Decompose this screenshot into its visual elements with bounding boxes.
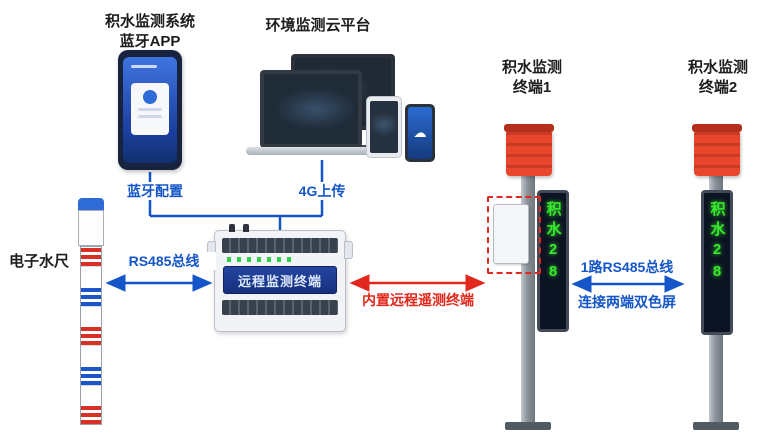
terminal2-base: [693, 422, 739, 430]
laptop-base: [246, 147, 376, 155]
ruler-scale-segment: [81, 384, 101, 405]
status-led-row: [227, 257, 297, 262]
terminal-block-row-top: [222, 238, 338, 253]
builtin-telemetry-label: 内置远程遥测终端: [362, 292, 474, 308]
telemetry-highlight-box: [487, 196, 541, 274]
terminal2-led-display: 积水28: [701, 190, 733, 335]
ruler-scale-segment: [81, 325, 101, 346]
terminal1-beacon-light: [504, 124, 554, 176]
dual-screen-label-line1: 1路RS485总线: [580, 259, 674, 275]
ruler-scale-segment: [81, 286, 101, 306]
mobile-phone: ☁: [405, 104, 435, 162]
antenna-connector: [243, 224, 249, 232]
laptop: [260, 70, 362, 148]
ruler-scale-segment: [81, 266, 101, 287]
ruler-scale-segment: [81, 365, 101, 385]
terminal1-title-line1: 积水监测: [501, 59, 562, 76]
cloud-platform-title: 环境监测云平台: [265, 17, 371, 34]
terminal1-control-box: [493, 204, 529, 264]
ruler-scale-segment: [81, 404, 101, 424]
4g-upload-label: 4G上传: [278, 182, 366, 201]
terminal2-title-line1: 积水监测: [687, 59, 748, 76]
app-card: [131, 83, 169, 135]
rtu-device: 远程监测终端: [207, 224, 353, 332]
terminal2-led-text: 积水28: [708, 201, 726, 285]
bluetooth-app-phone: [118, 50, 182, 170]
terminal2-beacon-light: [692, 124, 742, 176]
water-ruler: [80, 246, 102, 425]
ruler-head-unit: [78, 210, 104, 246]
cloud-icon: ☁: [408, 107, 432, 159]
terminal1-led-text: 积水28: [544, 201, 562, 285]
app-screen: [123, 57, 177, 163]
ruler-scale-segment: [81, 305, 101, 326]
water-ruler-label: 电子水尺: [6, 252, 72, 272]
app-text-bar: [138, 108, 162, 111]
terminal2-title: 积水监测 终端2: [668, 58, 760, 98]
terminal1-title-line2: 终端1: [512, 78, 552, 96]
ruler-head-cap: [78, 198, 104, 210]
tablet-screen: [370, 101, 398, 153]
antenna-connector: [229, 224, 235, 232]
rtu-screen: 远程监测终端: [223, 266, 337, 294]
app-title-line1: 积水监测系统: [104, 13, 195, 30]
ruler-scale-segment: [81, 247, 101, 267]
app-text-bar: [138, 115, 162, 118]
terminal-block-row-bottom: [222, 300, 338, 315]
laptop-screen: [264, 74, 358, 144]
terminal1-led-display: 积水28: [537, 190, 569, 332]
tablet: [366, 96, 402, 158]
terminal1-base: [505, 422, 551, 430]
rs485-bus-label: RS485总线: [112, 252, 216, 271]
bluetooth-config-label: 蓝牙配置: [110, 182, 200, 201]
ruler-scale-segment: [81, 345, 101, 366]
app-title: 积水监测系统 蓝牙APP: [90, 12, 210, 52]
water-drop-icon: [143, 90, 157, 104]
dual-screen-label-line2: 连接两端双色屏: [578, 294, 676, 310]
terminal1-title: 积水监测 终端1: [482, 58, 582, 98]
terminal2-title-line2: 终端2: [698, 78, 738, 96]
junction-line: [150, 214, 322, 230]
app-header-bar: [131, 65, 157, 68]
app-title-line2: 蓝牙APP: [119, 32, 181, 50]
